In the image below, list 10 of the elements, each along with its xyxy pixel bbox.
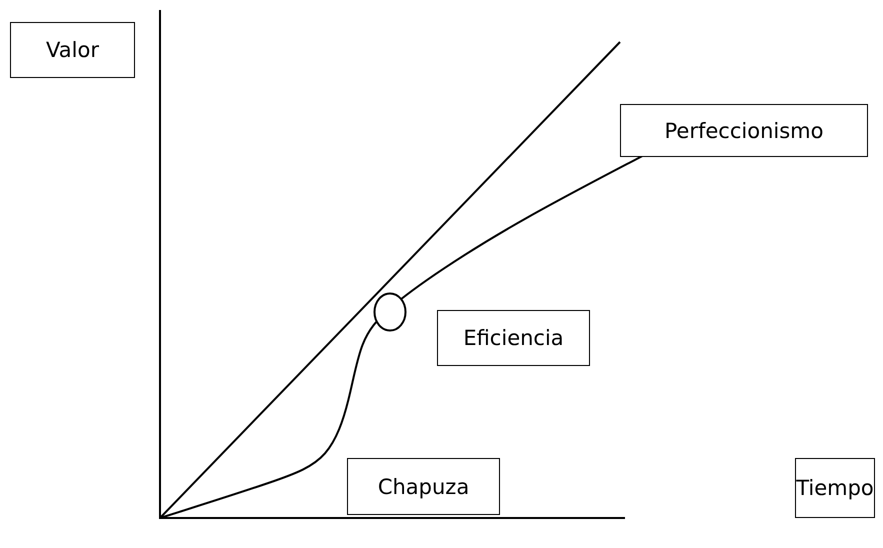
label-box — [347, 458, 500, 515]
label-box — [10, 22, 135, 78]
label-text: Eficiencia — [463, 326, 564, 350]
label-box — [437, 310, 590, 366]
label-text: Perfeccionismo — [664, 118, 824, 142]
label-box — [620, 104, 868, 157]
label-text: Chapuza — [378, 474, 470, 498]
label-text: Tiempo — [796, 476, 874, 500]
label-text: Valor — [46, 38, 99, 62]
label-box — [795, 458, 875, 518]
